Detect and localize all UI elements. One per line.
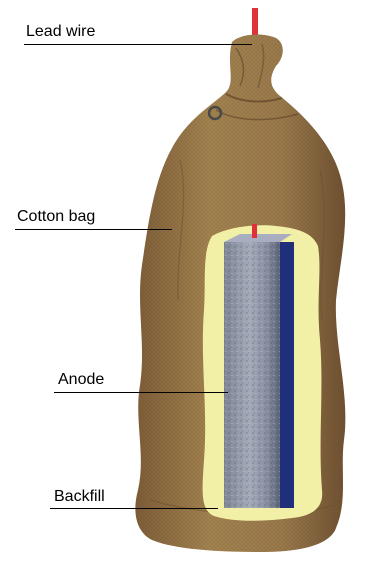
- label-lead-wire: Lead wire: [26, 23, 95, 41]
- leader-anode: [54, 392, 228, 393]
- leader-backfill: [50, 508, 218, 509]
- anode-shadow-side: [278, 242, 294, 508]
- label-backfill: Backfill: [54, 488, 105, 506]
- leader-lead-wire: [24, 44, 252, 45]
- leader-cotton-bag: [15, 229, 172, 230]
- label-cotton-bag: Cotton bag: [17, 208, 95, 226]
- label-anode: Anode: [58, 371, 104, 389]
- lead-wire-anode: [252, 224, 257, 238]
